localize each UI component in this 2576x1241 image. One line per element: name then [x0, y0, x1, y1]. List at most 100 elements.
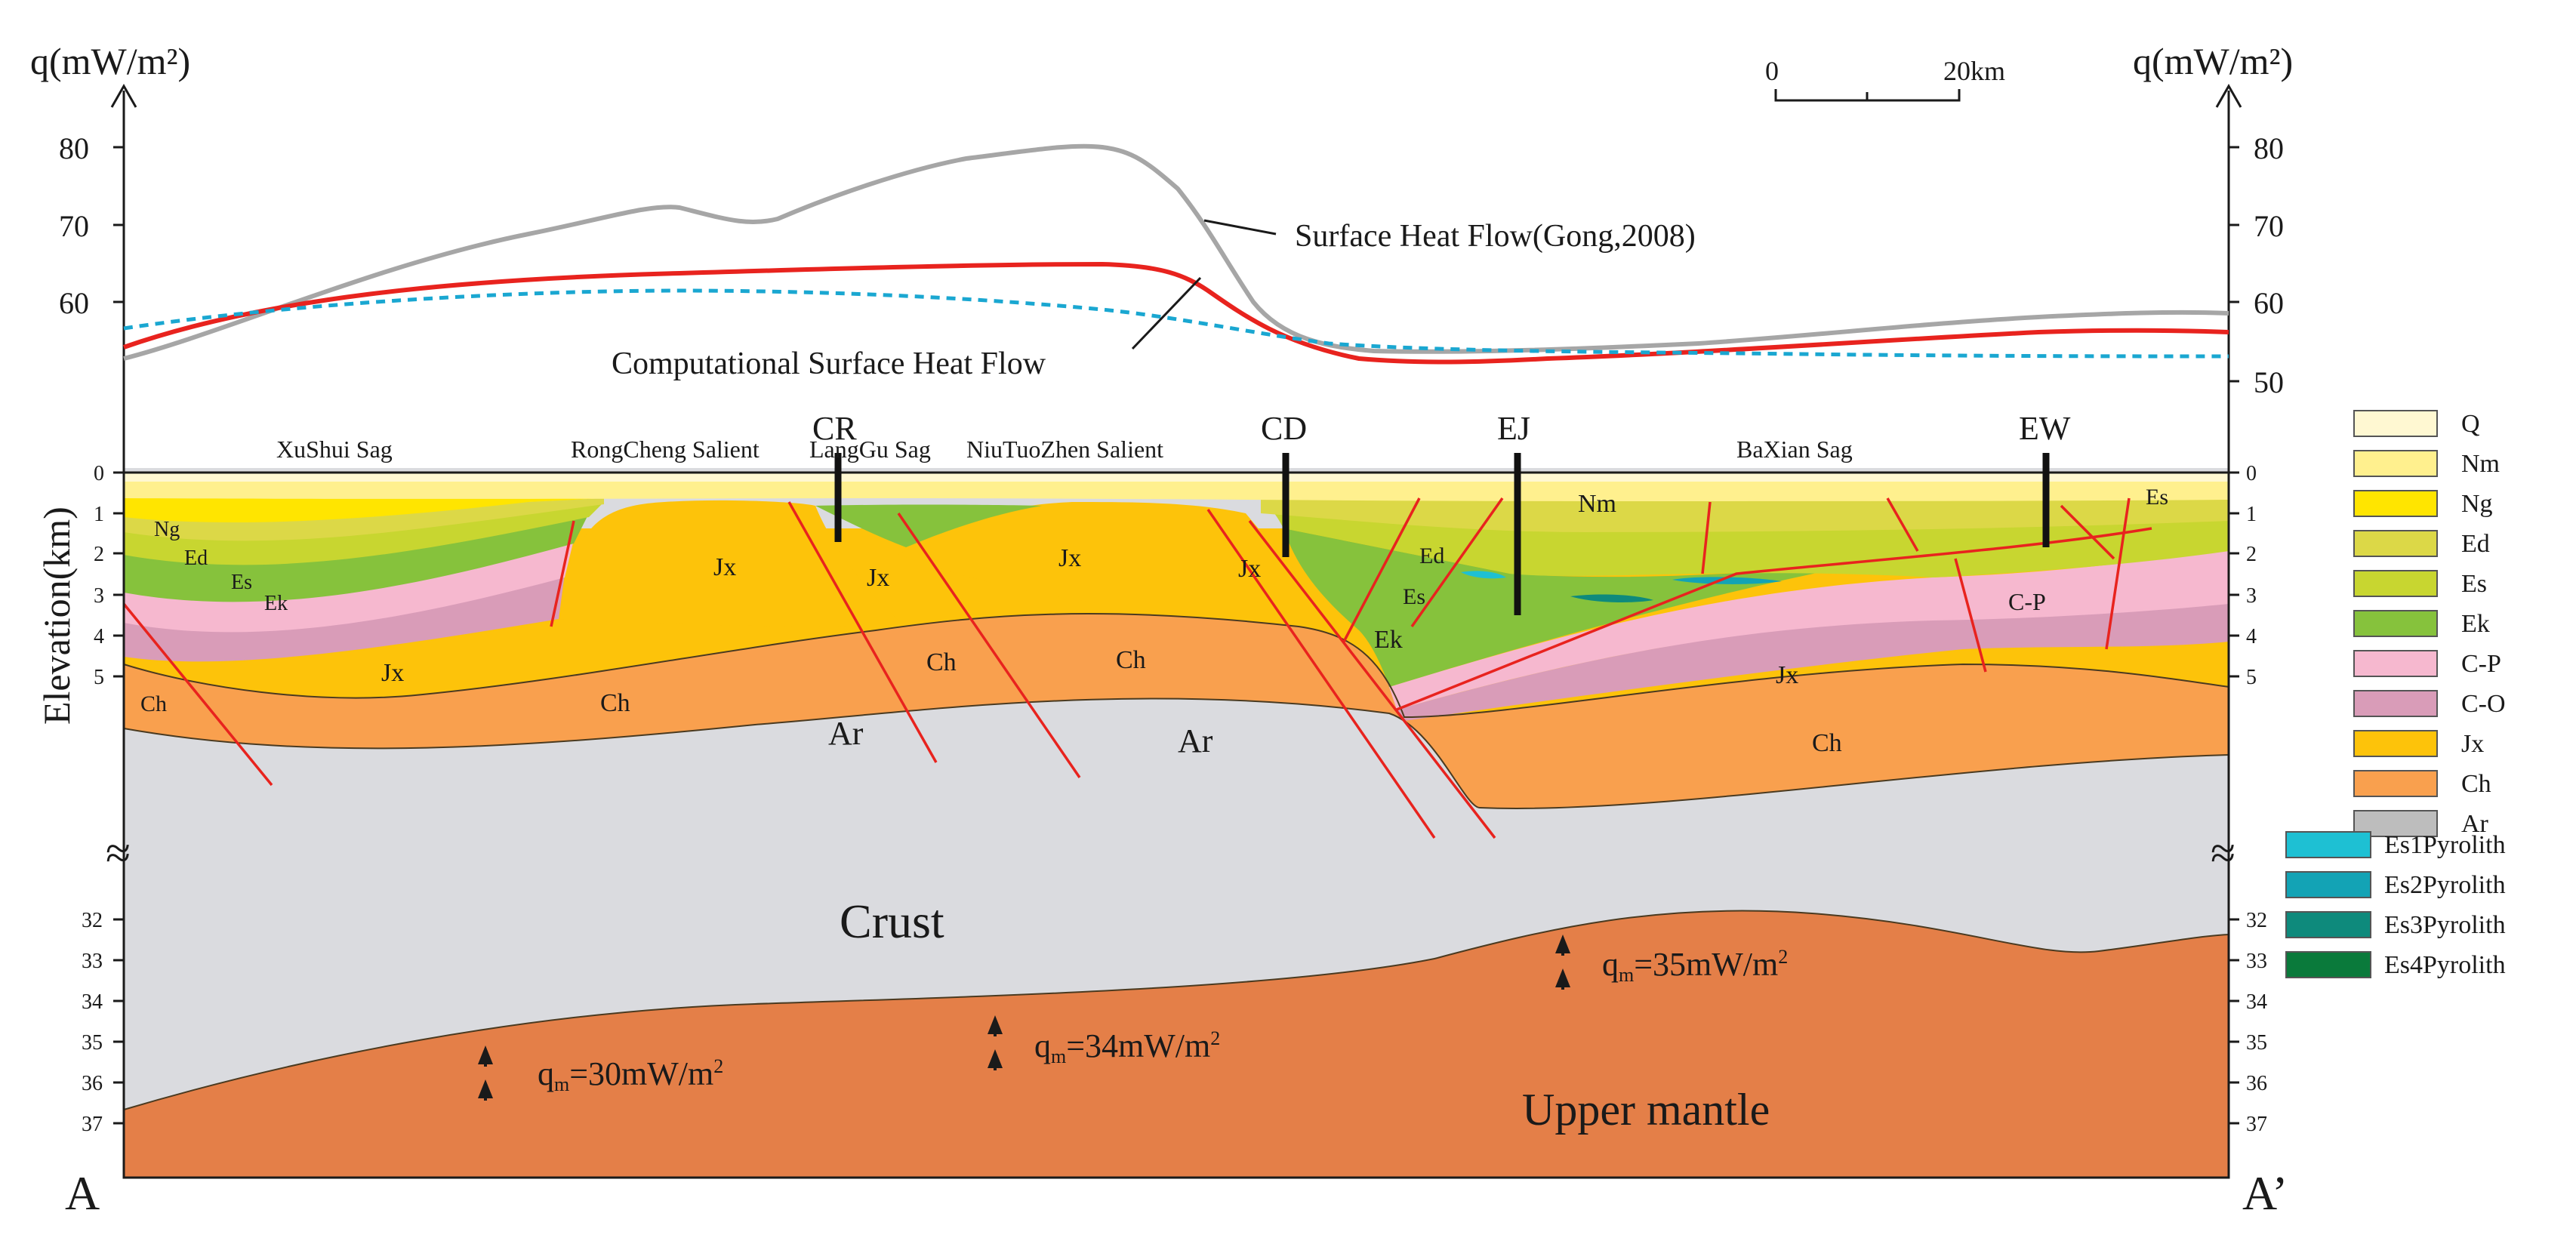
unit-rongcheng: RongCheng Salient — [571, 436, 760, 463]
depth-right-5: 5 — [2246, 666, 2257, 689]
section-end-right: A’ — [2242, 1166, 2288, 1220]
ek-layer-east — [1283, 528, 1850, 687]
legend-swatch-jx — [2353, 730, 2438, 757]
mantle-arrows-1 — [478, 1045, 493, 1101]
tick-right-60: 60 — [2254, 286, 2284, 320]
surface-heatflow-label: Surface Heat Flow(Gong,2008) — [1295, 219, 1696, 254]
computational-heatflow-curve — [123, 261, 2229, 365]
legend-item: Es1Pyrolith — [2285, 831, 2506, 859]
depth-ticks-lower: 32 33 34 35 36 37 32 33 34 35 36 37 — [82, 909, 2267, 1136]
legend-swatch-ar — [2353, 810, 2438, 837]
legend-item: C-O — [2353, 690, 2506, 718]
depth-axis-title: Elevation(km) — [35, 507, 78, 725]
depth-left-33: 33 — [82, 950, 103, 973]
pyrolith-es3-lens — [1570, 594, 1653, 602]
unit-baxian: BaXian Sag — [1736, 436, 1853, 463]
jx-base — [123, 613, 2229, 719]
section-end-left: A — [65, 1166, 100, 1220]
label-jx-d: Jx — [1058, 544, 1081, 572]
fault-7 — [1342, 497, 1421, 642]
fault-10 — [1701, 501, 1712, 574]
pyrolith-es1-lens — [1461, 571, 1506, 579]
fault-2 — [550, 520, 575, 627]
mantle-q-34: qm=34mW/m2 — [1034, 1027, 1220, 1067]
computational-label-leader — [1131, 276, 1202, 350]
legend-item: Ed — [2353, 530, 2490, 558]
depth-ticks-upper: 0 1 2 3 4 5 0 1 2 3 4 5 — [94, 462, 2257, 689]
cp-layer-east — [1389, 547, 2229, 710]
legend-item: Nm — [2353, 450, 2500, 478]
ed-layer-west — [124, 498, 604, 541]
label-jx-c: Jx — [867, 564, 889, 592]
q-layer — [124, 473, 2229, 482]
depth-left-35: 35 — [82, 1031, 103, 1055]
label-jx-e: Jx — [1238, 555, 1261, 583]
tick-left-60: 60 — [59, 286, 89, 320]
tick-left-70: 70 — [59, 209, 89, 243]
legend-label-cp: C-P — [2461, 650, 2501, 678]
surface-heatflow-curve — [123, 143, 2229, 361]
label-ek: Ek — [264, 592, 288, 615]
legend-label-es2-pyrolith: Es2Pyrolith — [2384, 871, 2506, 899]
well-labels: CR CD EJ EW — [812, 410, 2071, 447]
label-es: Es — [231, 571, 252, 594]
well-cd: CD — [1261, 410, 1307, 447]
label-jx-f: Jx — [1776, 661, 1798, 689]
mantle-q-35: qm=35mW/m2 — [1602, 946, 1788, 986]
label-ch-c: Ch — [926, 648, 957, 676]
legend-item: C-P — [2353, 650, 2501, 678]
legend-label-ed: Ed — [2461, 530, 2490, 558]
legend-label-q: Q — [2461, 410, 2480, 438]
unit-langgu: LangGu Sag — [809, 436, 931, 463]
wells — [834, 453, 2050, 615]
legend-swatch-nm — [2353, 450, 2438, 477]
depth-right-4: 4 — [2246, 625, 2257, 648]
well-ew: EW — [2019, 410, 2071, 447]
depth-right-2: 2 — [2246, 543, 2257, 566]
depth-right-1: 1 — [2246, 503, 2257, 526]
axes: q(mW/m²) q(mW/m²) Elevation(km) 80 70 60… — [30, 40, 2293, 1178]
legend-item: Ek — [2353, 610, 2490, 638]
mantle-fill — [124, 910, 2229, 1178]
depth-left-36: 36 — [82, 1072, 103, 1095]
legend-swatch-ed — [2353, 530, 2438, 557]
label-ed: Ed — [184, 547, 208, 570]
depth-right-0: 0 — [2246, 462, 2257, 485]
legend-swatch-es4-pyrolith — [2285, 951, 2371, 978]
legend-label-co: C-O — [2461, 690, 2506, 718]
legend-item: Ar — [2353, 810, 2489, 838]
langgu-fill — [815, 504, 1042, 547]
label-ar-a: Ar — [828, 715, 864, 752]
scale-bar: 0 20km — [1765, 56, 2005, 102]
legend-label-ar: Ar — [2461, 810, 2489, 838]
well-ej: EJ — [1497, 410, 1530, 447]
legend-swatch-ch — [2353, 770, 2438, 797]
tick-right-50: 50 — [2254, 365, 2284, 399]
label-cp: C-P — [2008, 588, 2046, 615]
legend-swatch-es3-pyrolith — [2285, 911, 2371, 938]
depth-left-3: 3 — [94, 584, 104, 608]
depth-right-32: 32 — [2246, 909, 2267, 932]
depth-left-32: 32 — [82, 909, 103, 932]
legend-label-jx: Jx — [2461, 730, 2484, 758]
computational-heatflow-label: Computational Surface Heat Flow — [612, 346, 1046, 381]
label-ek-2: Ek — [1374, 626, 1403, 654]
dashed-heatflow-curve — [123, 288, 2229, 359]
moho-boundary — [123, 910, 2229, 1110]
depth-left-2: 2 — [94, 543, 104, 566]
label-ed-2: Ed — [1419, 544, 1444, 568]
legend-item: Ng — [2353, 490, 2493, 518]
depth-left-0: 0 — [94, 462, 104, 485]
body-labels: Ng Ed Es Ek Jx Jx Jx Jx Jx Jx Ch Ch Ch C… — [140, 485, 2168, 1135]
legend-swatch-cp — [2353, 650, 2438, 677]
legend-swatch-co — [2353, 690, 2438, 717]
fault-11 — [1886, 497, 1919, 552]
tick-right-80: 80 — [2254, 131, 2284, 165]
legend-label-ek: Ek — [2461, 610, 2490, 638]
fault-12 — [1954, 558, 1987, 673]
fault-14 — [2105, 497, 2131, 650]
label-crust: Crust — [840, 895, 944, 948]
legend-item: Es3Pyrolith — [2285, 911, 2506, 939]
cp-layer-west — [124, 540, 574, 633]
